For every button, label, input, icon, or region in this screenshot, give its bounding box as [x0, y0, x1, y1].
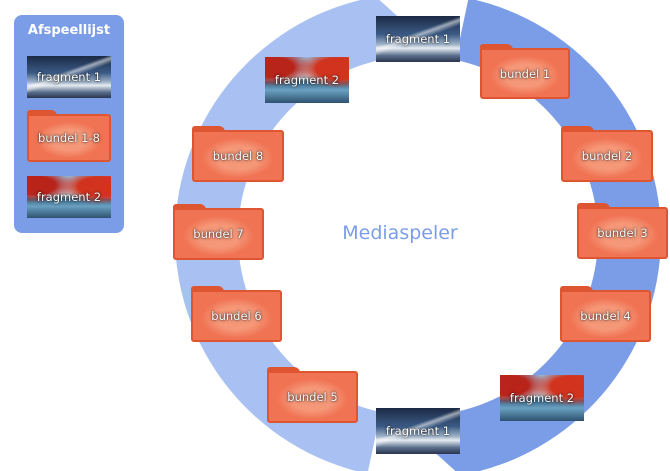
bundle-thumbnail — [565, 295, 646, 337]
sequence-item-bundel-2[interactable]: bundel 2 — [561, 126, 653, 182]
ring-arc-right — [429, 0, 661, 471]
sequence-item-label: bundel 8 — [212, 149, 264, 163]
sequence-item-bundel-5[interactable]: bundel 5 — [267, 367, 358, 423]
sequence-item-fragment-1-top[interactable]: fragment 1 — [376, 16, 460, 62]
playlist-item-label: fragment 2 — [36, 190, 102, 204]
sequence-item-label: fragment 1 — [385, 424, 451, 438]
sequence-item-bundel-7[interactable]: bundel 7 — [173, 204, 264, 260]
sequence-item-bundel-6[interactable]: bundel 6 — [191, 286, 282, 342]
sequence-item-label: bundel 2 — [581, 149, 633, 163]
playlist-title: Afspeellijst — [27, 23, 111, 38]
sequence-item-fragment-2-right[interactable]: fragment 2 — [500, 375, 584, 421]
sequence-item-bundel-4[interactable]: bundel 4 — [560, 286, 651, 342]
sequence-item-label: fragment 2 — [509, 391, 575, 405]
bundle-thumbnail — [582, 212, 663, 254]
sequence-item-label: bundel 1 — [499, 66, 551, 81]
sequence-item-bundel-1[interactable]: bundel 1 — [480, 44, 570, 99]
sequence-item-label: bundel 5 — [287, 390, 338, 404]
bundle-thumbnail — [196, 295, 277, 337]
bundle-thumbnail — [485, 53, 565, 94]
bundle-thumbnail — [197, 135, 279, 177]
sequence-item-bundel-8[interactable]: bundel 8 — [192, 126, 284, 182]
playlist-item-label: bundel 1-8 — [38, 131, 100, 145]
bundle-thumbnail — [566, 135, 648, 177]
sequence-item-fragment-1-bottom[interactable]: fragment 1 — [376, 408, 460, 454]
sequence-item-bundel-3[interactable]: bundel 3 — [577, 203, 668, 259]
sequence-item-label: fragment 1 — [385, 32, 451, 46]
bundle-thumbnail — [272, 376, 353, 418]
sequence-item-fragment-2-left[interactable]: fragment 2 — [265, 57, 349, 103]
playlist-item-bundle[interactable]: bundel 1-8 — [27, 110, 111, 162]
playlist-item-fragment-2[interactable]: fragment 2 — [27, 176, 111, 218]
sequence-item-label: bundel 4 — [580, 309, 631, 323]
bundle-thumbnail — [32, 119, 106, 157]
sequence-item-label: fragment 2 — [274, 73, 340, 87]
playlist-item-label: fragment 1 — [36, 70, 102, 84]
media-player-title: Mediaspeler — [342, 222, 458, 244]
bundle-thumbnail — [178, 213, 259, 255]
playlist-item-fragment-1[interactable]: fragment 1 — [27, 56, 111, 98]
playlist-panel: Afspeellijst fragment 1 bundel 1-8 fragm… — [14, 15, 124, 233]
ring-arc-left — [175, 0, 407, 471]
sequence-item-label: bundel 6 — [211, 309, 262, 323]
sequence-item-label: bundel 3 — [597, 226, 648, 240]
sequence-item-label: bundel 7 — [193, 227, 244, 241]
